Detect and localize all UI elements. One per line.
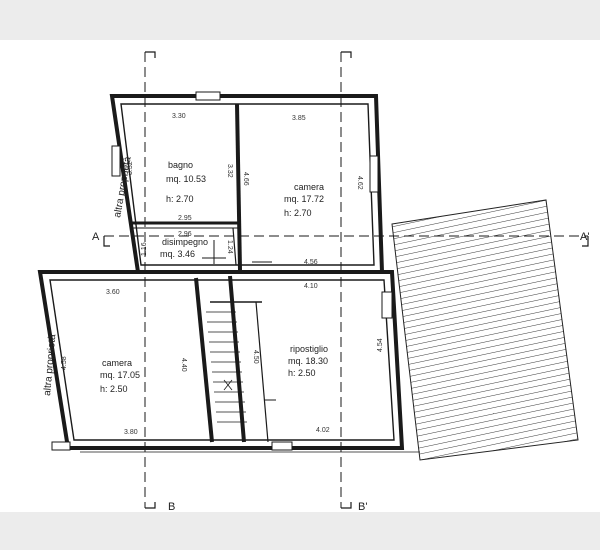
dim-camera-top-bottom: 4.56 [304,259,318,266]
ripostiglio-area: mq. 18.30 [288,356,328,366]
camera-left-name: camera [102,358,132,368]
section-markers [103,51,589,509]
dim-bagno-left: 3.32 [127,161,134,175]
section-a-label: A [92,231,100,243]
ripostiglio-name: ripostiglio [290,344,328,354]
disimpegno-name: disimpegno [162,237,208,247]
bagno-height: h: 2.70 [166,194,194,204]
dim-disimpegno-right: 1.24 [226,240,233,254]
dim-camera-left-top: 3.60 [106,289,120,296]
dim-ripostiglio-left: 4.50 [252,350,259,364]
camera-left-area: mq. 17.05 [100,370,140,380]
dim-camera-top-top: 3.85 [292,115,306,122]
camera-top-height: h: 2.70 [284,208,312,218]
dim-bagno-top: 3.30 [172,113,186,120]
camera-top-area: mq. 17.72 [284,194,324,204]
dim-disimpegno-left: 1.16 [141,242,148,256]
dim-camera-top-right: 4.62 [356,176,363,190]
dim-ripostiglio-bottom: 4.02 [316,427,330,434]
dim-bagno-right: 3.32 [226,164,233,178]
dim-camera-left-right: 4.40 [180,358,187,372]
staircase [206,311,247,423]
section-lines [104,52,588,508]
dim-ripostiglio-top: 4.10 [304,283,318,290]
bagno-area: mq. 10.53 [166,174,206,184]
dim-bagno-bottom: 2.95 [178,215,192,222]
section-b-prime-label: B' [358,501,367,512]
dim-ripostiglio-right: 4.54 [377,338,384,352]
label-altra-proprieta-left: altra proprietà [42,333,58,396]
dim-camera-top-left: 4.66 [242,172,249,186]
lower-block-walls [37,270,405,450]
section-b-label: B [168,501,175,512]
dim-disimpegno-top: 2.96 [178,231,192,238]
dim-camera-left-bottom: 3.80 [124,429,138,436]
dim-camera-left-left: 4.58 [61,356,68,370]
bagno-name: bagno [168,160,193,170]
camera-left-height: h: 2.50 [100,384,128,394]
openings [51,91,393,451]
terrace-hatched-area [391,199,579,461]
camera-top-name: camera [294,182,324,192]
floor-plan: bagno mq. 10.53 h: 2.70 camera mq. 17.72… [37,51,589,512]
floor-plan-sheet: bagno mq. 10.53 h: 2.70 camera mq. 17.72… [0,40,600,512]
ripostiglio-height: h: 2.50 [288,368,316,378]
section-a-prime-label: A' [580,231,589,243]
disimpegno-area: mq. 3.46 [160,249,195,259]
